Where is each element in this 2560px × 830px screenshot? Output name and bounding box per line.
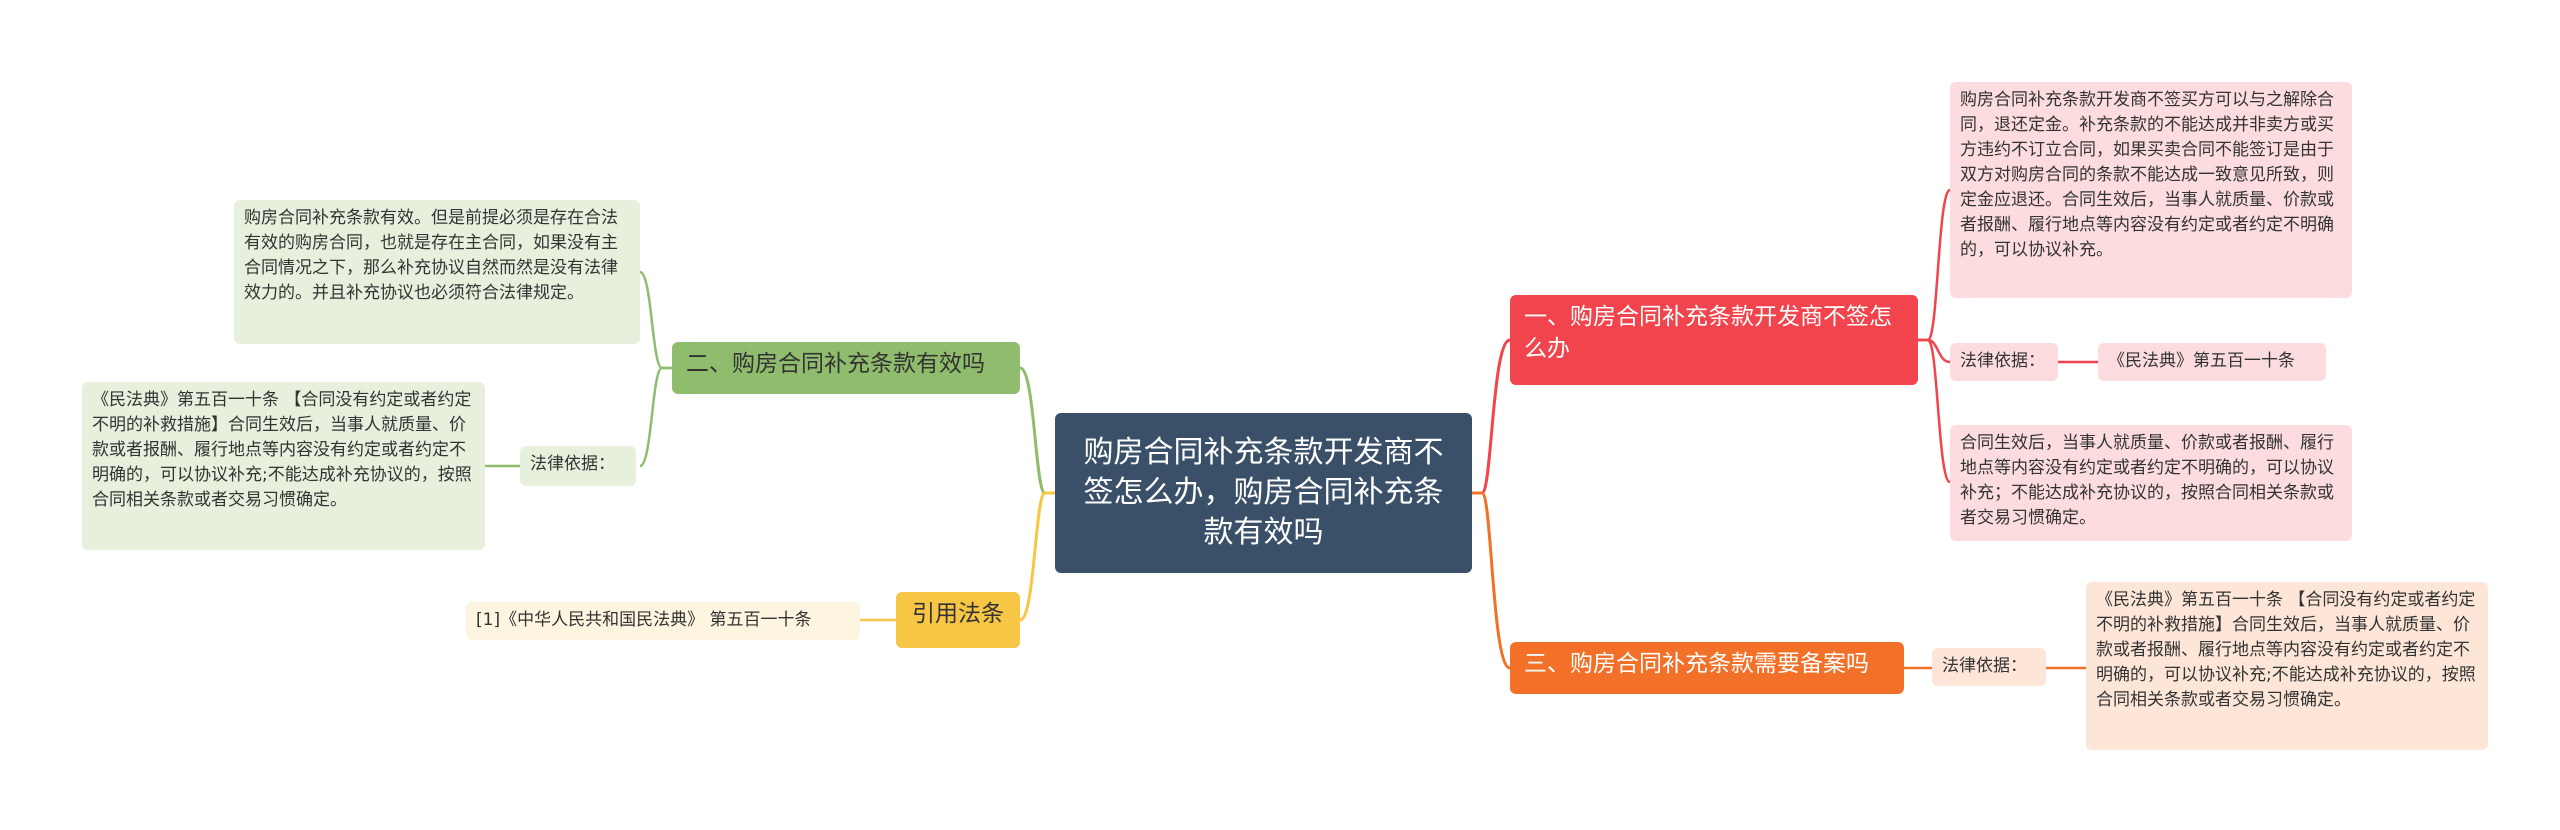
branch-1-title: 一、购房合同补充条款开发商不签怎么办	[1524, 304, 1892, 362]
link-branch2-law	[638, 366, 672, 468]
branch-2-title: 二、购房合同补充条款有效吗	[686, 351, 985, 377]
branch-1-detail-2-text: 合同生效后，当事人就质量、价款或者报酬、履行地点等内容没有约定或者约定不明确的，…	[1960, 433, 2334, 528]
branch-1-law-value[interactable]: 《民法典》第五百一十条	[2098, 343, 2326, 381]
branch-2-detail-text: 购房合同补充条款有效。但是前提必须是存在合法有效的购房合同，也就是存在主合同，如…	[244, 208, 618, 303]
branch-2-detail[interactable]: 购房合同补充条款有效。但是前提必须是存在合法有效的购房合同，也就是存在主合同，如…	[234, 200, 640, 344]
branch-3-title: 三、购房合同补充条款需要备案吗	[1524, 651, 1869, 677]
link-branch1-detail2	[1918, 338, 1952, 484]
central-topic[interactable]: 购房合同补充条款开发商不签怎么办，购房合同补充条款有效吗	[1055, 413, 1472, 573]
link-branch1-detail1	[1918, 188, 1952, 342]
branch-3-law-value[interactable]: 《民法典》第五百一十条 【合同没有约定或者约定不明的补救措施】合同生效后，当事人…	[2086, 582, 2488, 750]
branch-1-law-label-text: 法律依据：	[1960, 351, 2045, 371]
link-center-branch4	[1019, 491, 1055, 622]
branch-2-law-value-text: 《民法典》第五百一十条 【合同没有约定或者约定不明的补救措施】合同生效后，当事人…	[92, 390, 472, 510]
branch-4-title: 引用法条	[912, 601, 1004, 627]
branch-4-reference[interactable]: [1]《中华人民共和国民法典》 第五百一十条	[466, 602, 860, 640]
branch-3-law-value-text: 《民法典》第五百一十条 【合同没有约定或者约定不明的补救措施】合同生效后，当事人…	[2096, 590, 2476, 710]
branch-1-detail-2[interactable]: 合同生效后，当事人就质量、价款或者报酬、履行地点等内容没有约定或者约定不明确的，…	[1950, 425, 2352, 541]
branch-1[interactable]: 一、购房合同补充条款开发商不签怎么办	[1510, 295, 1918, 385]
branch-4[interactable]: 引用法条	[896, 592, 1020, 648]
branch-2-law-label-text: 法律依据：	[530, 454, 615, 474]
branch-1-detail-1-text: 购房合同补充条款开发商不签买方可以与之解除合同，退还定金。补充条款的不能达成并非…	[1960, 90, 2334, 260]
branch-3-law-label-text: 法律依据：	[1942, 656, 2027, 676]
branch-2[interactable]: 二、购房合同补充条款有效吗	[672, 342, 1020, 394]
branch-1-law-value-text: 《民法典》第五百一十条	[2108, 351, 2295, 371]
central-topic-title: 购房合同补充条款开发商不签怎么办，购房合同补充条款有效吗	[1083, 435, 1444, 550]
link-center-branch1	[1472, 338, 1511, 495]
branch-1-law-label[interactable]: 法律依据：	[1950, 343, 2058, 381]
link-center-branch2	[1019, 366, 1055, 495]
branch-1-detail-1[interactable]: 购房合同补充条款开发商不签买方可以与之解除合同，退还定金。补充条款的不能达成并非…	[1950, 82, 2352, 298]
link-branch2-detail	[639, 270, 672, 370]
branch-3-law-label[interactable]: 法律依据：	[1932, 648, 2046, 686]
link-center-branch3	[1472, 491, 1511, 670]
branch-3[interactable]: 三、购房合同补充条款需要备案吗	[1510, 642, 1904, 694]
branch-2-law-value[interactable]: 《民法典》第五百一十条 【合同没有约定或者约定不明的补救措施】合同生效后，当事人…	[82, 382, 485, 550]
branch-4-reference-text: [1]《中华人民共和国民法典》 第五百一十条	[476, 610, 812, 630]
branch-2-law-label[interactable]: 法律依据：	[520, 446, 636, 486]
